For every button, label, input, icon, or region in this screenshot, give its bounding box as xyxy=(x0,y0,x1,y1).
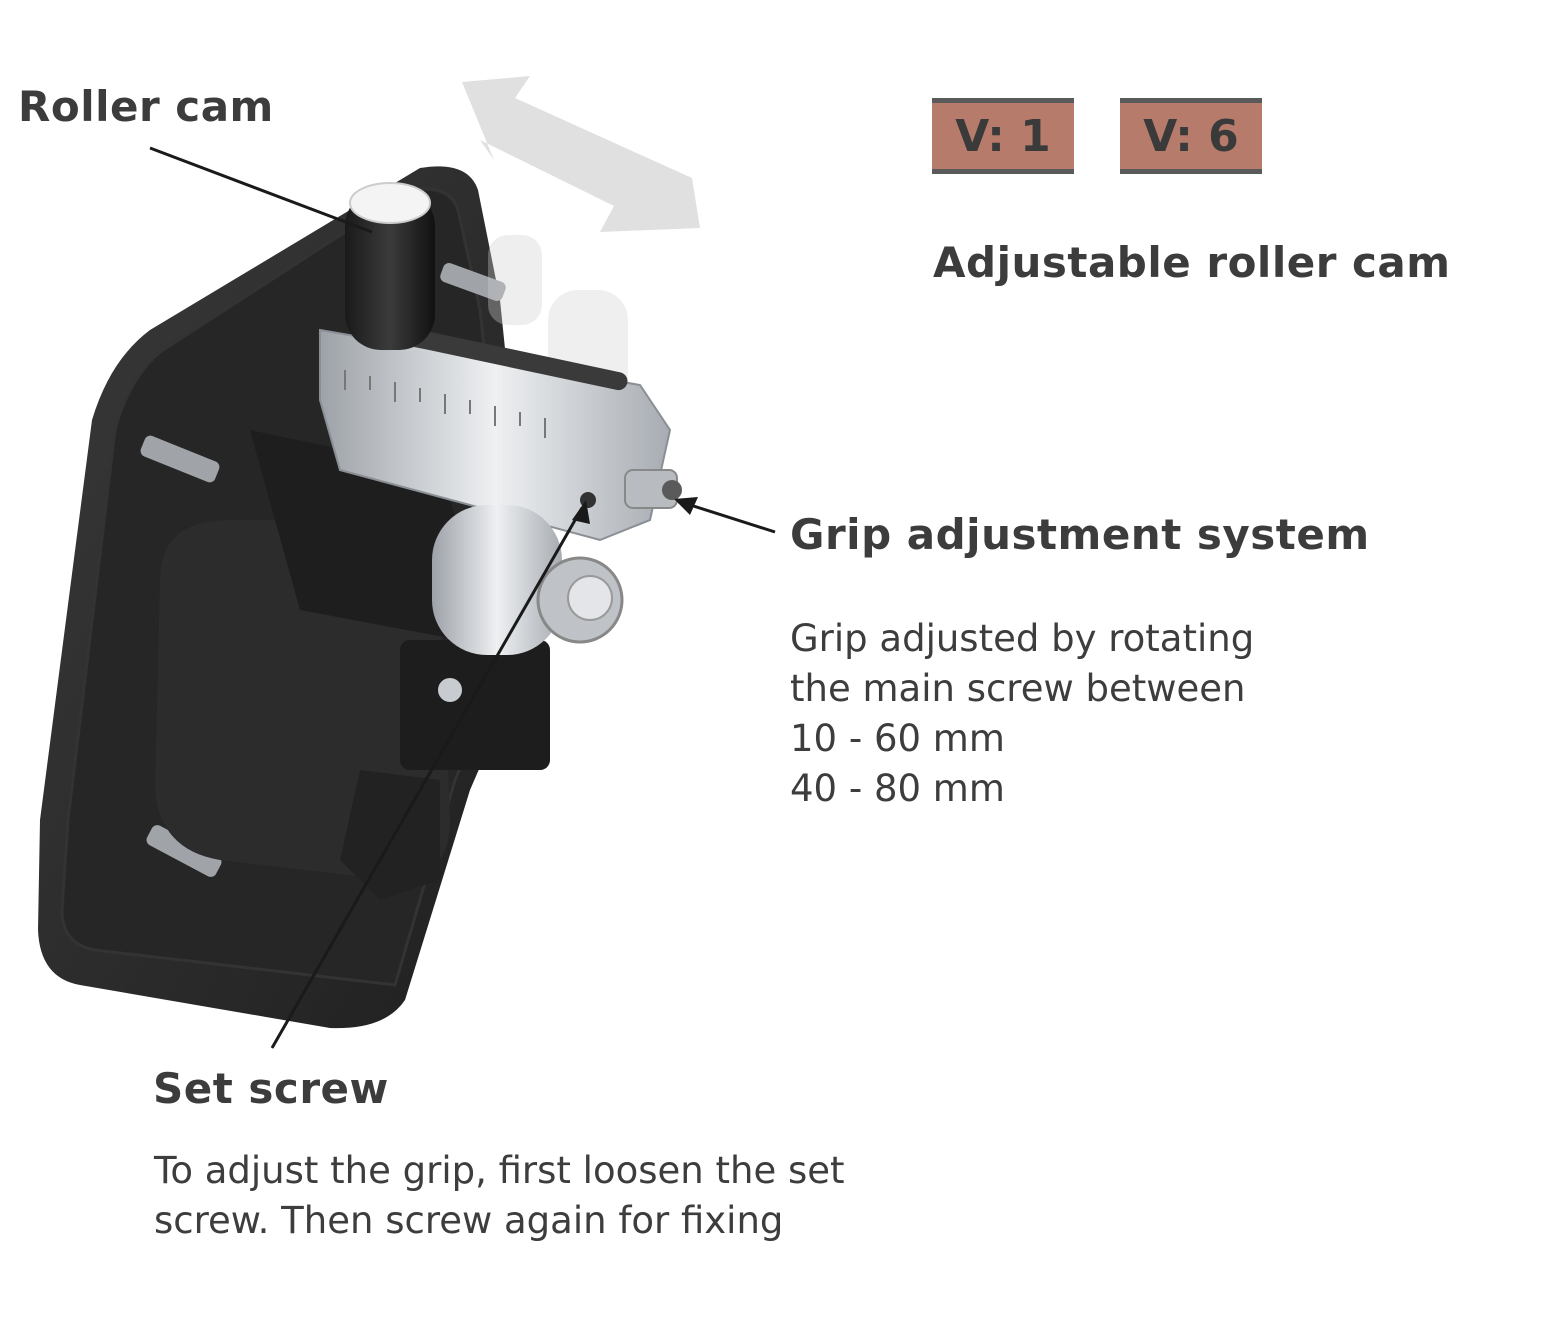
grip-description-line: Grip adjusted by rotating xyxy=(790,617,1255,660)
grip-description: Grip adjusted by rotating the main screw… xyxy=(790,614,1390,814)
leader-roller-cam xyxy=(149,146,373,234)
label-adjustable-roller-cam: Adjustable roller cam xyxy=(933,238,1451,287)
arrowhead-grip xyxy=(674,497,698,515)
grip-adjustment-screw xyxy=(624,469,682,509)
version-badge-1: V: 1 xyxy=(932,98,1074,174)
label-roller-cam: Roller cam xyxy=(18,82,274,131)
set-screw-description-line: screw. Then screw again for fixing xyxy=(154,1199,784,1242)
grip-range-2: 40 - 80 mm xyxy=(790,767,1005,810)
label-set-screw: Set screw xyxy=(153,1064,389,1113)
set-screw-description-line: To adjust the grip, first loosen the set xyxy=(154,1149,845,1192)
leader-grip-adjustment xyxy=(683,501,776,534)
grip-range-1: 10 - 60 mm xyxy=(790,717,1005,760)
main-screw-cylinder xyxy=(432,505,624,655)
set-screw-description: To adjust the grip, first loosen the set… xyxy=(154,1146,954,1246)
arrowhead-set-screw xyxy=(572,500,590,524)
label-grip-adjustment-system: Grip adjustment system xyxy=(790,510,1370,559)
roller-cam xyxy=(345,182,435,350)
grip-description-line: the main screw between xyxy=(790,667,1246,710)
leader-set-screw xyxy=(270,507,584,1049)
version-badge-6: V: 6 xyxy=(1120,98,1262,174)
mounting-stud xyxy=(140,263,506,877)
adjust-direction-arrow xyxy=(462,76,700,232)
